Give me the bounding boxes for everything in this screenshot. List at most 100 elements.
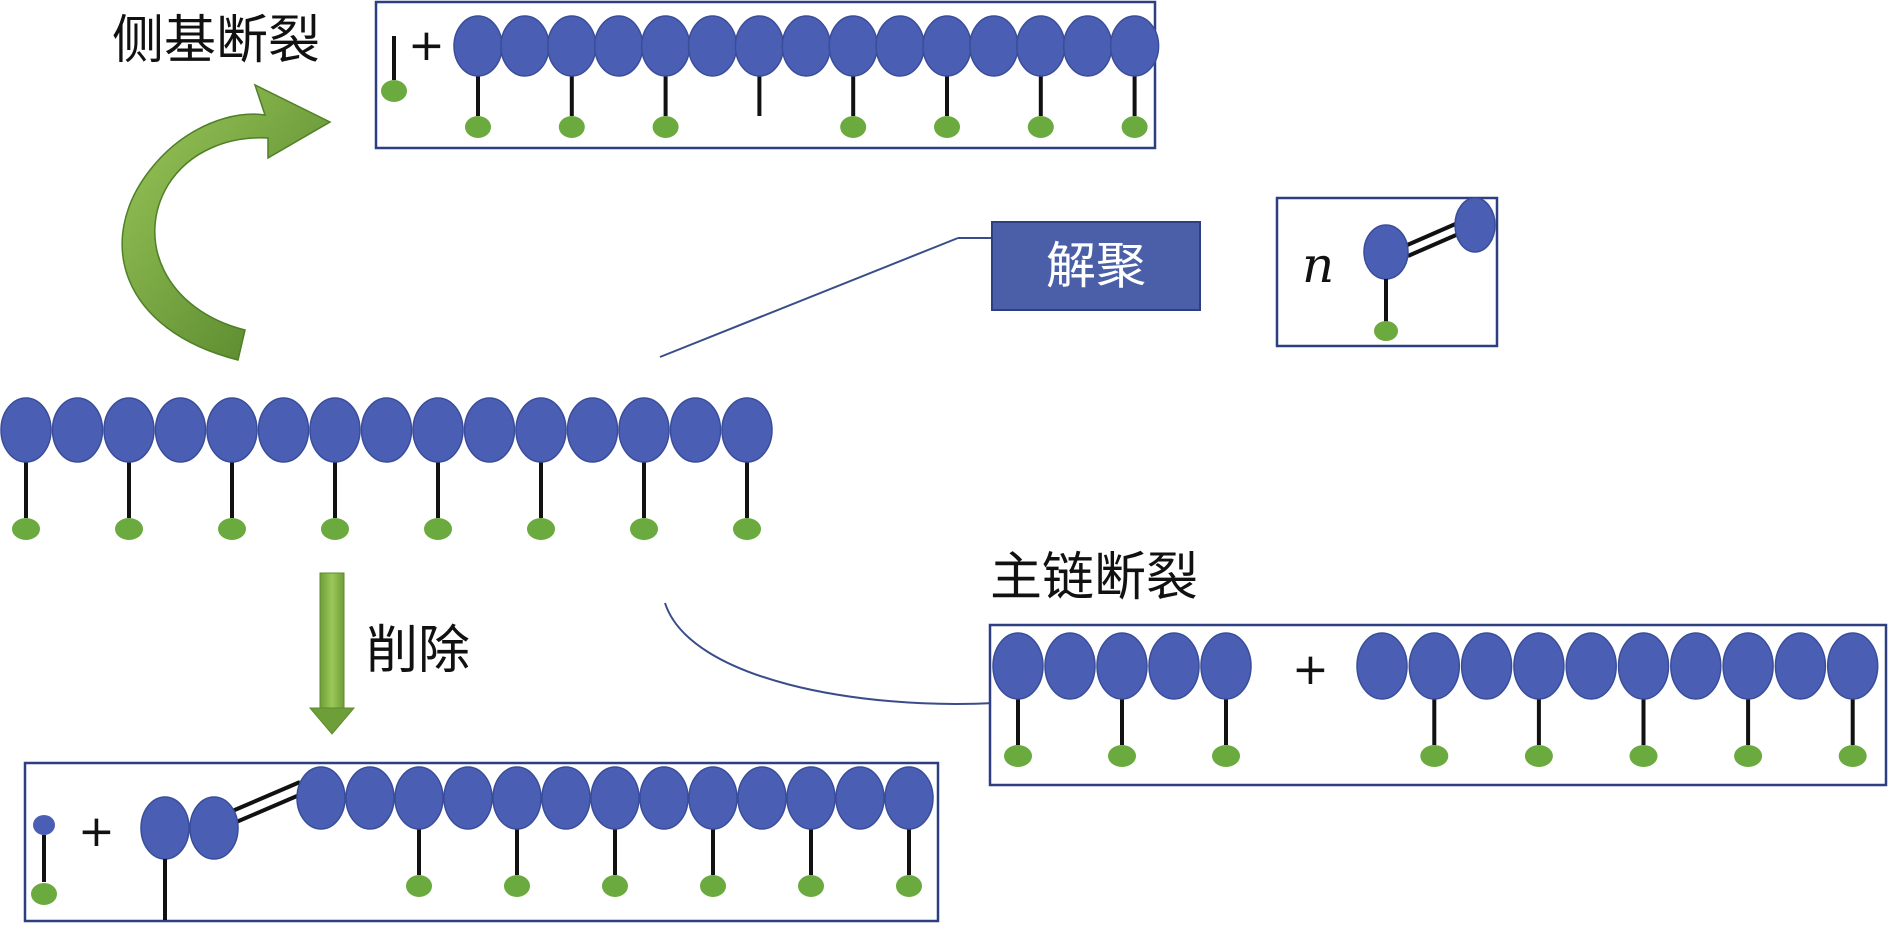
monomer — [1408, 632, 1461, 700]
monomer — [443, 766, 493, 830]
monomer — [541, 766, 591, 830]
monomer — [734, 15, 785, 77]
monomer — [1356, 632, 1408, 700]
monomer — [463, 397, 516, 463]
detached-side-group — [381, 36, 407, 102]
monomer — [103, 397, 155, 463]
monomer — [618, 397, 670, 463]
monomer — [515, 397, 567, 463]
plus-sign-scission: + — [1292, 644, 1329, 695]
monomer — [1670, 632, 1722, 700]
side-group — [1004, 745, 1032, 767]
side-group — [1027, 116, 1054, 138]
side-scission-chain — [453, 15, 1160, 138]
monomer — [992, 632, 1044, 700]
monomer — [1062, 15, 1113, 77]
monomer — [781, 15, 832, 77]
monomer — [828, 15, 878, 77]
monomer — [1565, 632, 1617, 700]
curved-arrow-icon — [121, 83, 332, 361]
monomer — [309, 397, 361, 463]
side-group — [1212, 745, 1240, 767]
side-group — [218, 518, 246, 540]
side-group — [465, 116, 491, 138]
monomer — [296, 766, 346, 830]
monomer — [593, 15, 644, 77]
monomer — [1826, 632, 1879, 700]
monomer — [360, 397, 413, 463]
monomer — [0, 397, 52, 463]
side-group — [630, 518, 658, 540]
monomer — [1513, 632, 1565, 700]
monomer — [922, 15, 972, 77]
monomer — [1460, 632, 1513, 700]
monomer — [1109, 15, 1160, 77]
monomer — [1722, 632, 1774, 700]
monomer — [737, 766, 787, 830]
scission-fragment-right — [1356, 632, 1879, 767]
side-group — [934, 116, 960, 138]
monomer — [492, 766, 542, 830]
side-group — [602, 875, 628, 897]
side-group — [840, 116, 867, 138]
side-group — [1108, 745, 1136, 767]
side-group-scission-label: 侧基断裂 — [112, 11, 320, 71]
side-group — [406, 875, 432, 897]
monomer — [345, 766, 395, 830]
monomer — [154, 397, 207, 463]
monomer — [969, 15, 1019, 77]
monomer — [453, 15, 503, 77]
monomer — [721, 397, 773, 463]
side-group — [527, 518, 555, 540]
scission-fragment-left — [992, 632, 1252, 767]
monomer — [500, 15, 550, 77]
monomer — [1096, 632, 1148, 700]
monomer — [875, 15, 925, 77]
monomer — [884, 766, 934, 830]
side-group — [1629, 745, 1658, 767]
monomer — [1044, 632, 1096, 700]
side-group — [1121, 116, 1148, 138]
side-group — [504, 875, 530, 897]
monomer — [1148, 632, 1200, 700]
side-group — [558, 116, 585, 138]
monomer-count-label: n — [1302, 236, 1334, 294]
monomer — [590, 766, 640, 830]
monomer — [687, 15, 738, 77]
plus-sign-side: + — [408, 20, 445, 71]
monomer — [206, 397, 258, 463]
monomer — [1774, 632, 1827, 700]
side-group — [115, 518, 143, 540]
main-chain-scission-label: 主链断裂 — [990, 548, 1198, 608]
side-group — [12, 518, 40, 540]
side-group — [1420, 745, 1449, 767]
monomer — [1016, 15, 1066, 77]
monomer — [566, 397, 619, 463]
monomer — [1617, 632, 1670, 700]
side-group — [896, 875, 922, 897]
side-group — [652, 116, 679, 138]
main-chain-scission-connector — [664, 602, 996, 705]
monomer — [639, 766, 689, 830]
side-group — [321, 518, 349, 540]
depolymerization-label-box — [991, 221, 1201, 311]
depolymerization-connector — [659, 237, 959, 358]
monomer — [394, 766, 444, 830]
monomer — [1200, 632, 1252, 700]
side-group — [1734, 745, 1763, 767]
side-group — [798, 875, 824, 897]
down-arrow-icon — [308, 572, 356, 735]
side-group — [1838, 745, 1867, 767]
monomer — [257, 397, 310, 463]
main-polymer-chain — [0, 397, 773, 540]
monomer — [688, 766, 738, 830]
eliminated-small-unit — [31, 815, 57, 905]
monomer — [412, 397, 464, 463]
elimination-label: 削除 — [366, 621, 470, 681]
side-group — [424, 518, 452, 540]
depolymerization-label: 解聚 — [1046, 237, 1146, 295]
monomer — [51, 397, 104, 463]
monomer — [786, 766, 836, 830]
plus-sign-elimination: + — [78, 806, 115, 857]
monomer — [640, 15, 691, 77]
